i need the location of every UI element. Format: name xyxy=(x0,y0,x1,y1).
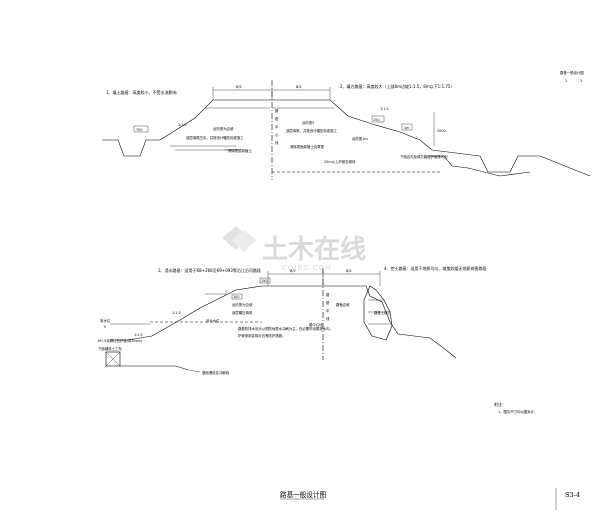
s1-note-base: 清除表层耕植土 xyxy=(228,148,252,153)
svg-text:中: 中 xyxy=(275,124,279,129)
header-sheet-total: 3 xyxy=(580,79,582,83)
watermark-sub: COIBO.COM xyxy=(282,264,332,272)
s2-box-150 xyxy=(371,115,385,123)
svg-text:路: 路 xyxy=(326,292,330,297)
s3-note-foundation: 基础埋设至冲刷线 xyxy=(202,370,230,375)
s1-half-width: B/2 xyxy=(236,85,242,89)
s2-note-1m: 1m xyxy=(404,126,410,130)
s3-box-100 xyxy=(231,293,243,300)
s2-note-slope: 1:1.5 xyxy=(380,107,389,111)
section-4: 4、挖土路基：适用于地质均匀、坡度较缓无地质病害路段 路堑边坡 路基土填方 xyxy=(336,265,487,359)
s3-dim-150: 150 xyxy=(261,279,267,283)
s2-title: 2、填方路基：高度较大（上部8m边坡1:1.5，8m以下1:1.75） xyxy=(340,83,454,89)
s3-note-drain2: 护坡采用浆砌片石等防护措施。 xyxy=(238,333,285,338)
watermark: 土木在线 COIBO.COM xyxy=(222,226,366,272)
s3-note-drain: 路基防排水设计以预防地表水冲刷为主，在必要时设置排水沟， xyxy=(238,326,333,331)
s2-note-2000: 2000 xyxy=(437,129,446,133)
s4-cut-slope xyxy=(350,285,457,359)
header-sheet-name: 路基一般设计图 xyxy=(560,70,584,75)
s4-note-soil: 路基土填方 xyxy=(374,310,392,315)
s2-ditch xyxy=(479,155,591,177)
s3-note-water: 常水位 xyxy=(100,318,111,323)
s3-slope-b: 1:1.5 xyxy=(134,333,143,337)
s1-dim-ticks xyxy=(212,87,273,100)
s3-slope-a: 1:1.5 xyxy=(172,311,181,315)
s3-title: 3、浸水路基：适用于K8+268至K9+093等沿江沿河路段 xyxy=(158,267,261,273)
s1-slope: 1:1.5 xyxy=(178,123,187,127)
footer: 路基一般设计图 S3-4 xyxy=(280,488,580,510)
notes-line1: 1、图中尺寸均以厘米计。 xyxy=(498,409,537,414)
watermark-text: 土木在线 xyxy=(262,235,366,265)
svg-text:基: 基 xyxy=(275,116,279,121)
lower-center-labels: 路 基 中 线 xyxy=(326,292,330,321)
s4-side-slope: 路堑边坡 xyxy=(336,302,350,307)
section-1: 1、填土路基：高度较小，不受水流影响 B/2 700 1:1.5 台阶宽为边坡 … xyxy=(102,85,273,157)
s2-half-width: B/2 xyxy=(296,85,302,89)
s3-wl-value: h xyxy=(104,325,106,329)
footer-title: 路基一般设计图 xyxy=(280,490,327,499)
s1-dim-700: 700 xyxy=(136,128,142,132)
section-2: 2、填方路基：高度较大（上部8m边坡1:1.5，8m以下1:1.75） B/2 … xyxy=(272,83,591,177)
s2-note-toe: 20m以上护坡石砌体 xyxy=(324,159,356,164)
section-3: 3、浸水路基：适用于K8+268至K9+093等沿江沿河路段 B/2 B/2 1… xyxy=(98,267,381,375)
s3-note-toe-left2: 下面铺设土工布 xyxy=(98,346,122,351)
footer-page: S3-4 xyxy=(565,491,580,499)
s2-note-drain: 下面边沟及填方路堤护坡排水沟 xyxy=(400,154,448,159)
s3-box-150 xyxy=(259,277,271,284)
header-block: 路基一般设计图 1 3 xyxy=(560,70,584,83)
svg-text:中: 中 xyxy=(326,308,330,313)
upper-center-labels: 路 基 中 心 线 xyxy=(275,108,279,145)
s2-drain xyxy=(430,155,531,177)
s2-note-top: 台阶宽5 xyxy=(302,120,314,125)
watermark-logo-icon-2 xyxy=(232,230,256,252)
s3-dim-ticks xyxy=(267,271,381,286)
s3-leader xyxy=(187,369,201,373)
s1-title: 1、填土路基：高度较小，不受水流影响 xyxy=(106,89,177,95)
s1-note-soil: 台阶宽为边坡 xyxy=(213,126,234,131)
s2-note-clear: 清除表面腐殖土及草根 xyxy=(290,144,325,149)
s3-foundation-hatch xyxy=(105,351,121,367)
notes-head: 附注： xyxy=(494,401,506,407)
s2-note-step: 台阶宽1m xyxy=(352,136,368,141)
s3-half-right: B/2 xyxy=(346,269,352,273)
s4-retaining-wall xyxy=(363,285,393,341)
s3-half-left: B/2 xyxy=(290,269,296,273)
s1-note-layers: 逐层填筑压实，并按设计碾压标准施工 xyxy=(186,135,244,140)
notes: 附注： 1、图中尺寸均以厘米计。 xyxy=(494,401,537,414)
s1-steps xyxy=(170,145,236,151)
s1-dim-box xyxy=(133,125,149,133)
s3-foundation-block xyxy=(105,351,121,367)
svg-text:线: 线 xyxy=(326,316,330,321)
s1-embankment xyxy=(159,99,272,141)
header-sheet-no: 1 xyxy=(565,79,567,83)
s3-base-line xyxy=(120,365,189,371)
s3-step-1 xyxy=(205,290,227,295)
s2-note-compact: 逐层填筑，并按设计碾压标准施工 xyxy=(286,128,337,133)
s3-note-center: 路中心线 xyxy=(309,322,323,327)
s2-embankment xyxy=(272,99,481,157)
s2-box-1m xyxy=(401,123,413,131)
svg-text:线: 线 xyxy=(275,140,279,145)
s3-note-toe-left: M7.5浆砌片石护坡(厚30cm) xyxy=(98,338,143,343)
s3-embankment xyxy=(110,285,350,341)
svg-text:基: 基 xyxy=(326,300,330,305)
svg-text:心: 心 xyxy=(275,132,279,137)
s3-dim-100: 100 xyxy=(233,295,239,299)
s3-design-wl-label: 设计水位 xyxy=(206,318,220,323)
s4-title: 4、挖土路基：适用于地质均匀、坡度较缓无地质病害路段 xyxy=(384,265,487,271)
s1-left-ditch xyxy=(102,139,160,157)
s2-note-150: 150 xyxy=(373,118,379,122)
svg-text:路: 路 xyxy=(275,108,279,113)
s4-wall-hatch xyxy=(368,299,390,325)
s3-note-compact: 逐层碾压填筑 xyxy=(232,310,253,315)
s3-note-fill: 台阶宽为边坡 xyxy=(232,302,253,307)
